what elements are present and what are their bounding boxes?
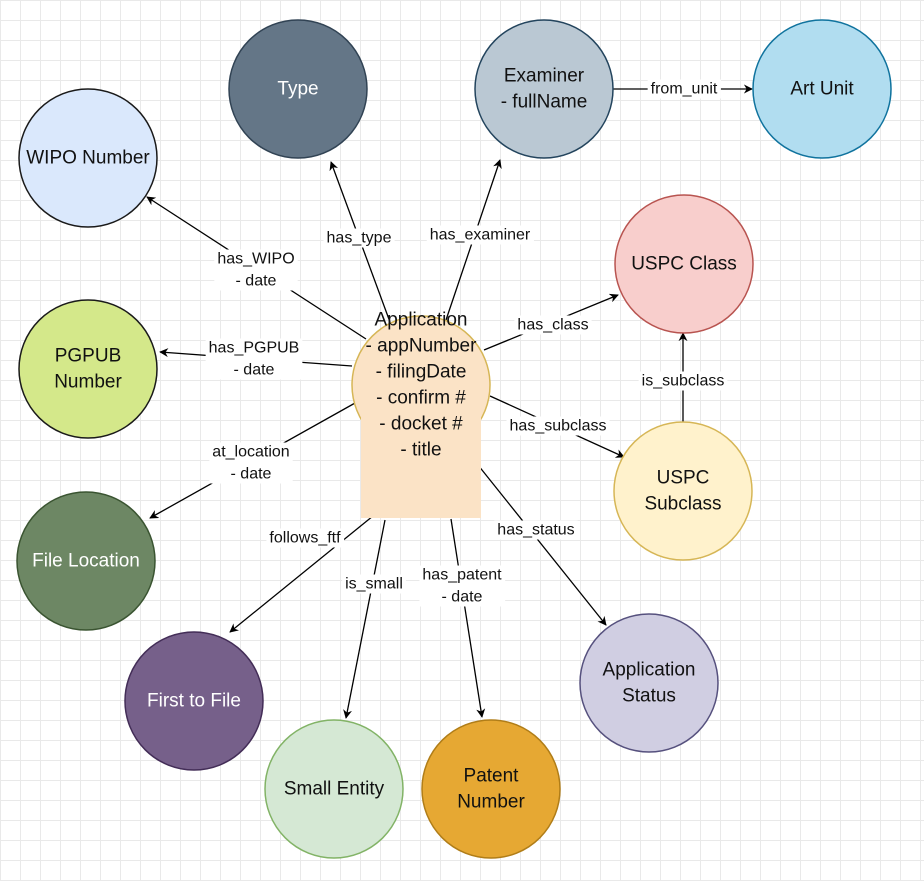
follows-ftf-label-line: follows_ftf <box>269 530 341 547</box>
small-entity-node[interactable]: Small Entity <box>265 720 403 858</box>
art-unit-label-line: Art Unit <box>790 79 854 100</box>
has-pgpub-label-line: has_PGPUB <box>209 340 300 357</box>
has-status-label-line: has_status <box>497 522 574 539</box>
pgpub-label-line: PGPUB <box>55 346 122 367</box>
is-subclass-label-line: is_subclass <box>642 373 725 390</box>
has-patent-label-line: has_patent <box>422 567 502 584</box>
is-small-edge <box>346 520 385 718</box>
pgpub-circle <box>19 300 157 438</box>
application-label-line: - filingDate <box>376 362 467 383</box>
has-patent-edge <box>451 519 482 717</box>
at-location-edge-label: at_location - date <box>209 443 292 484</box>
type-label-line: Type <box>277 79 318 100</box>
has-examiner-label-line: has_examiner <box>430 227 531 244</box>
patent-number-label-line: Patent <box>464 766 520 787</box>
application-status-label-line: Application <box>603 660 696 681</box>
has-subclass-label-line: has_subclass <box>510 418 607 435</box>
first-to-file-label-line: First to File <box>147 691 241 712</box>
application-label-line: - confirm # <box>376 388 466 409</box>
has-pgpub-label-line: - date <box>234 362 275 379</box>
has-class-edge-label: has_class <box>514 316 591 335</box>
has-class-label-line: has_class <box>517 317 588 334</box>
has-type-label-line: has_type <box>327 230 392 247</box>
at-location-label-line: at_location <box>212 444 289 461</box>
application-node[interactable]: Application - appNumber - filingDate - conf… <box>352 310 490 519</box>
wipo-label-line: WIPO Number <box>26 148 150 169</box>
examiner-circle <box>475 20 613 158</box>
has-pgpub-edge-label: has_PGPUB - date <box>206 339 303 380</box>
follows-ftf-edge <box>230 503 389 632</box>
has-subclass-edge-label: has_subclass <box>507 417 610 436</box>
uspc-class-node[interactable]: USPC Class <box>615 195 753 333</box>
examiner-label-line: Examiner <box>504 66 585 87</box>
from-unit-edge-label: from_unit <box>648 80 721 99</box>
patent-number-label-line: Number <box>457 792 525 813</box>
wipo-node[interactable]: WIPO Number <box>19 89 157 227</box>
has-patent-label-line: - date <box>442 589 483 606</box>
uspc-subclass-label-line: Subclass <box>644 494 721 515</box>
pgpub-label-line: Number <box>54 372 122 393</box>
has-wipo-label-line: - date <box>236 273 277 290</box>
is-subclass-edge-label: is_subclass <box>639 372 728 391</box>
application-status-node[interactable]: ApplicationStatus <box>580 614 718 752</box>
file-location-node[interactable]: File Location <box>17 492 155 630</box>
from-unit-label-line: from_unit <box>651 81 718 98</box>
application-label-line: - docket # <box>379 414 463 435</box>
application-label-line: - title <box>400 440 441 461</box>
has-examiner-edge-label: has_examiner <box>427 226 534 245</box>
application-status-label-line: Status <box>622 686 676 707</box>
pgpub-node[interactable]: PGPUB Number <box>19 300 157 438</box>
application-status-circle <box>580 614 718 752</box>
type-node[interactable]: Type <box>229 20 367 158</box>
has-status-edge-label: has_status <box>494 521 577 540</box>
file-location-label-line: File Location <box>32 551 140 572</box>
uspc-class-label-line: USPC Class <box>631 254 737 275</box>
at-location-label-line: - date <box>231 466 272 483</box>
application-label-line: Application <box>375 310 468 331</box>
is-small-edge-label: is_small <box>342 575 406 594</box>
has-patent-edge-label: has_patent - date <box>419 566 505 607</box>
examiner-node[interactable]: Examiner - fullName <box>475 20 613 158</box>
has-wipo-edge-label: has_WIPO - date <box>214 250 297 291</box>
first-to-file-node[interactable]: First to File <box>125 632 263 770</box>
patent-number-circle <box>422 720 560 858</box>
uspc-subclass-node[interactable]: USPC Subclass <box>614 422 752 560</box>
small-entity-label-line: Small Entity <box>284 779 385 800</box>
examiner-label-line: - fullName <box>501 92 588 113</box>
is-small-label-line: is_small <box>345 576 403 593</box>
art-unit-node[interactable]: Art Unit <box>753 20 891 158</box>
uspc-subclass-label-line: USPC <box>657 468 710 489</box>
follows-ftf-edge-label: follows_ftf <box>266 529 344 548</box>
patent-number-node[interactable]: PatentNumber <box>422 720 560 858</box>
has-wipo-label-line: has_WIPO <box>217 251 294 268</box>
uspc-subclass-circle <box>614 422 752 560</box>
application-label-line: - appNumber <box>366 336 478 357</box>
has-type-edge-label: has_type <box>324 229 395 248</box>
